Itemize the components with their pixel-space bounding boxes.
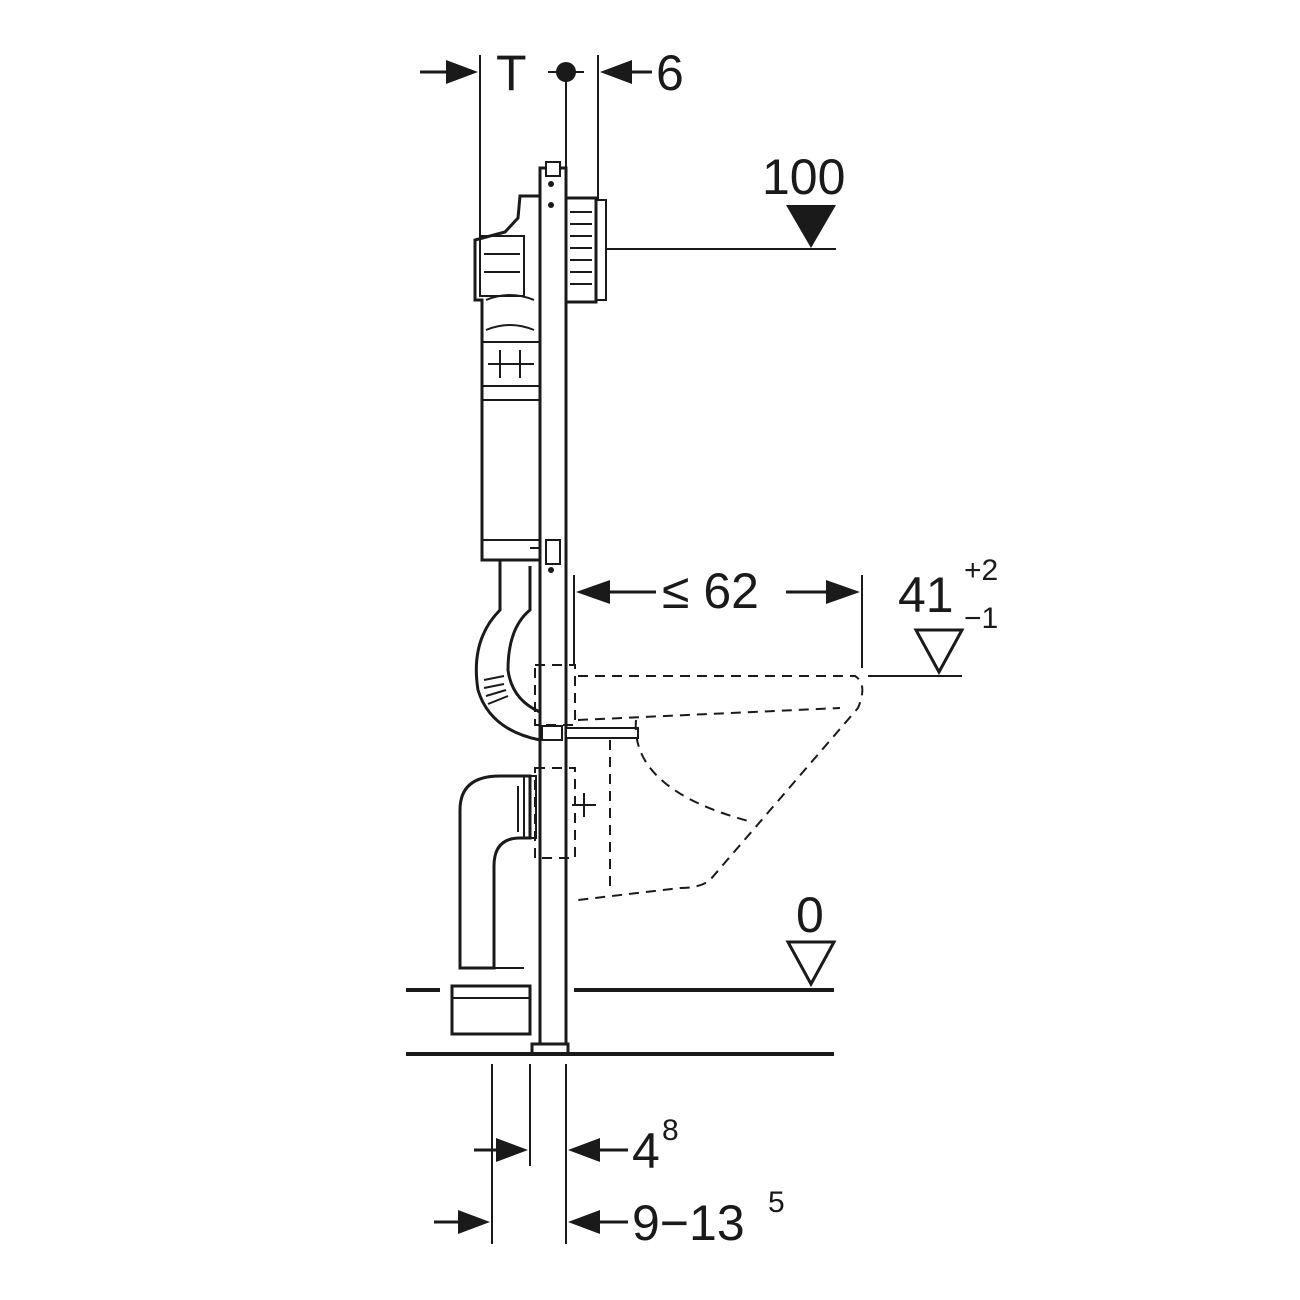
dim-range-label: 9−13 [632,1195,745,1251]
dim-range-arrow-left-icon [458,1210,490,1234]
wc-outline [572,675,864,901]
dim-48-arrow-left-icon [496,1138,528,1162]
flush-pipe-inner [506,566,541,714]
bottom-dimension-group: 4 8 9−13 5 [434,1064,785,1251]
wc-rim-line [577,707,841,721]
flush-plate-socket [564,196,598,304]
level-41-label: 41 [898,567,954,623]
level-100-marker-icon [786,205,836,248]
level-0-label: 0 [796,887,824,943]
center-dot-icon [556,62,576,82]
mounting-bolt [565,727,639,739]
level-0-group: 0 [785,887,837,988]
level-41-marker-icon [913,628,965,676]
frame-upright [538,166,568,1050]
floor-drain-connector [450,984,532,1036]
frame-top-cap [545,161,561,177]
level-100-label: 100 [762,149,845,205]
level-100-group: 100 [606,149,845,250]
top-dimension-group: T 6 [420,45,684,235]
installation-frame [450,161,639,1056]
drain-elbow-details [460,775,537,969]
frame-hole [548,567,554,573]
flush-socket-ribs [570,211,592,285]
flush-plate-rim [595,199,607,301]
depth-dimension-group: ≤ 62 [573,563,863,668]
frame-hole [548,202,554,208]
frame-hole [548,181,554,187]
depth-max-label: ≤ 62 [662,563,759,619]
flush-pipe-hatching [483,675,509,705]
dim-48-sup: 8 [662,1114,679,1147]
wc-bowl-outline [577,675,864,901]
connector-zone-lower [534,767,576,859]
level-41-group: 41 +2 −1 [868,554,998,677]
wc-bowl-inner [634,719,753,823]
depth-arrow-left-icon [576,580,610,604]
dim-48-arrow-right-icon [568,1138,600,1162]
drain-elbow [458,774,532,970]
level-41-plus: +2 [964,554,998,587]
dim-range-arrow-right-icon [568,1210,600,1234]
t-arrow-icon [446,60,478,84]
six-arrow-icon [600,60,632,84]
dim-48-label: 4 [632,1123,660,1179]
depth-arrow-right-icon [826,580,860,604]
t-label: T [496,45,527,101]
cistern-body [473,194,542,562]
dim-range-sup: 5 [768,1186,785,1219]
frame-bracket [545,539,561,565]
level-0-marker-icon [785,940,837,988]
level-41-minus: −1 [964,602,998,635]
six-label: 6 [656,45,684,101]
flush-pipe-outer [474,560,541,742]
cistern-details [481,253,541,549]
bolt-nut [541,725,563,741]
